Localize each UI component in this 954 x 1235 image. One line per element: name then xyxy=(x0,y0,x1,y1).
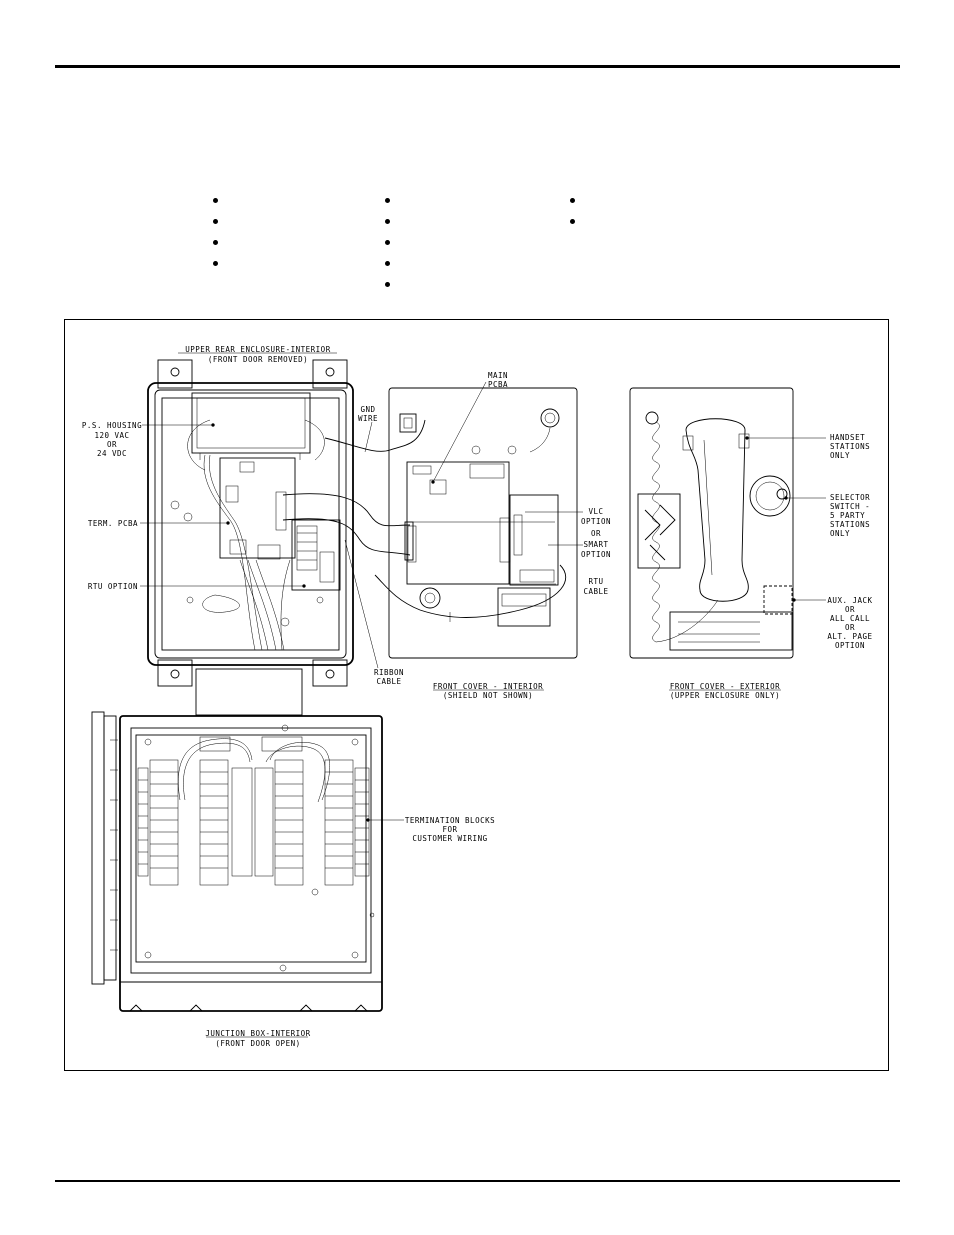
rtu-option-label: RTU OPTION xyxy=(88,582,138,591)
smart-option-label: OPTION xyxy=(581,550,611,559)
bullet-marker xyxy=(570,198,575,203)
bullet-marker xyxy=(385,219,390,224)
selector-switch-label: STATIONS xyxy=(830,520,870,529)
handset-label: STATIONS xyxy=(830,442,870,451)
junction-box-drawing xyxy=(91,668,383,1012)
vlc-or-label: OR xyxy=(591,529,601,538)
aux-jack-label: AUX. JACK xyxy=(827,596,872,605)
main-pcba-label: PCBA xyxy=(488,380,508,389)
upper-rear-caption: UPPER REAR ENCLOSURE-INTERIOR xyxy=(185,345,330,354)
enclosure-diagram-frame xyxy=(64,319,889,1071)
front-exterior-caption: FRONT COVER - EXTERIOR xyxy=(670,682,780,691)
front-cover-interior-drawing xyxy=(374,387,578,659)
ribbon-cable-label: RIBBON xyxy=(374,668,404,677)
bullet-marker xyxy=(385,240,390,245)
bullet-marker xyxy=(385,282,390,287)
bullet-marker xyxy=(385,261,390,266)
handset-label: ONLY xyxy=(830,451,850,460)
termination-blocks-label: CUSTOMER WIRING xyxy=(412,834,487,843)
selector-switch-label: 5 PARTY xyxy=(830,511,865,520)
front-interior-caption: FRONT COVER - INTERIOR xyxy=(433,682,543,691)
aux-jack-label: ALL CALL xyxy=(830,614,870,623)
bullet-marker xyxy=(213,219,218,224)
caption-underlines xyxy=(178,352,781,1038)
rtu-cable-label: RTU xyxy=(588,577,603,586)
bullet-marker xyxy=(213,240,218,245)
selector-switch-label: SELECTOR xyxy=(830,493,870,502)
bullet-marker xyxy=(385,198,390,203)
gnd-wire-label: WIRE xyxy=(358,414,378,423)
aux-jack-label: ALT. PAGE xyxy=(827,632,872,641)
aux-jack-label: OR xyxy=(845,605,855,614)
termination-blocks-label: TERMINATION BLOCKS xyxy=(405,816,495,825)
junction-box-caption: JUNCTION BOX-INTERIOR xyxy=(205,1029,310,1038)
ribbon-cable-label: CABLE xyxy=(376,677,401,686)
upper-rear-subcaption: (FRONT DOOR REMOVED) xyxy=(208,355,308,364)
rtu-cable-label: CABLE xyxy=(583,587,608,596)
ps-housing-label: OR xyxy=(107,440,117,449)
vlc-option-label: VLC xyxy=(588,507,603,516)
upper-rear-enclosure-drawing xyxy=(147,359,426,687)
leader-lines xyxy=(140,381,826,822)
junction-box-subcaption: (FRONT DOOR OPEN) xyxy=(215,1039,300,1048)
term-pcba-label: TERM. PCBA xyxy=(88,519,138,528)
handset-label: HANDSET xyxy=(830,433,865,442)
selector-switch-label: ONLY xyxy=(830,529,850,538)
aux-jack-label: OPTION xyxy=(835,641,865,650)
vlc-option-label: OPTION xyxy=(581,517,611,526)
header-rule xyxy=(55,65,900,68)
footer-rule xyxy=(55,1180,900,1182)
ps-housing-label: P.S. HOUSING xyxy=(82,421,142,430)
termination-blocks-label: FOR xyxy=(442,825,457,834)
selector-switch-label: SWITCH - xyxy=(830,502,870,511)
bullet-marker xyxy=(570,219,575,224)
smart-option-label: SMART xyxy=(583,540,608,549)
ps-housing-label: 120 VAC xyxy=(94,431,129,440)
gnd-wire-label: GND xyxy=(360,405,375,414)
aux-jack-label: OR xyxy=(845,623,855,632)
ps-housing-label: 24 VDC xyxy=(97,449,127,458)
bullet-marker xyxy=(213,198,218,203)
front-exterior-subcaption: (UPPER ENCLOSURE ONLY) xyxy=(670,691,780,700)
main-pcba-label: MAIN xyxy=(488,371,508,380)
front-interior-subcaption: (SHIELD NOT SHOWN) xyxy=(443,691,533,700)
bullet-marker xyxy=(213,261,218,266)
front-cover-exterior-drawing xyxy=(629,387,794,659)
